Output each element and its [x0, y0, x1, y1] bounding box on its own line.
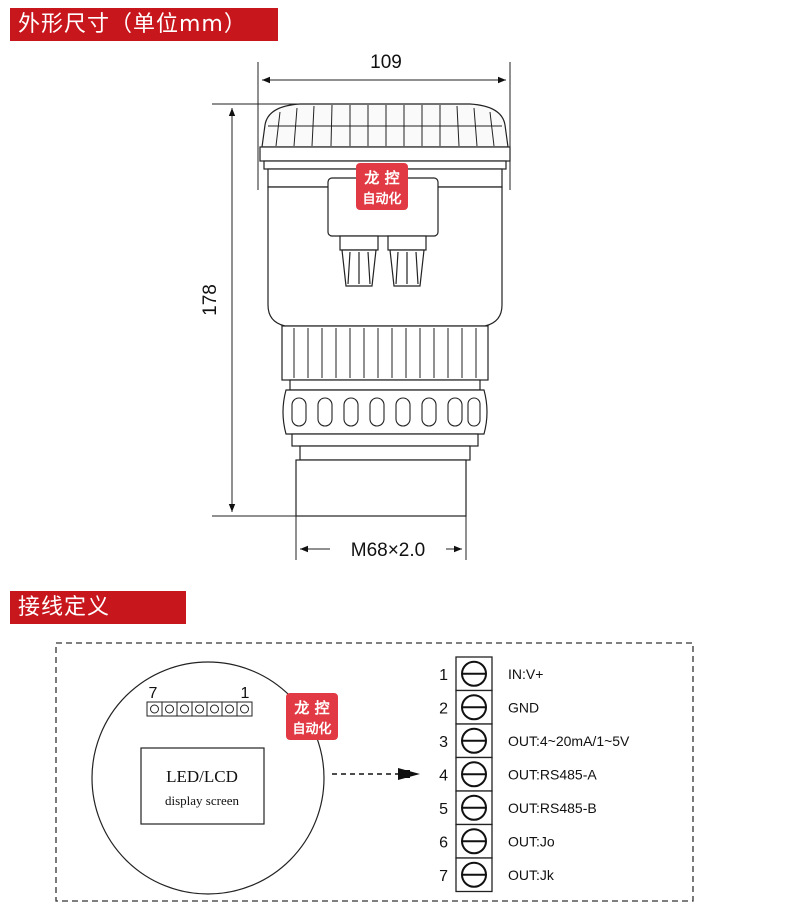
height-dimension-label: 178 [200, 284, 221, 316]
cable-gland-left [339, 235, 379, 287]
width-dimension-label: 109 [370, 52, 402, 73]
watermark-logo-top: 龙 控 自动化 [356, 163, 408, 210]
terminal-label: OUT:Jo [508, 833, 555, 849]
wiring-frame [55, 642, 694, 902]
connector-index-left: 7 [149, 685, 158, 702]
terminal-label: OUT:Jk [508, 867, 555, 883]
svg-text:龙 控: 龙 控 [363, 169, 399, 187]
terminal-row: 6 OUT:Jo [439, 823, 555, 859]
terminal-row: 3 OUT:4~20mA/1~5V [439, 723, 630, 759]
neck-ribs [293, 328, 477, 378]
terminal-label: OUT:RS485-A [508, 766, 597, 782]
cable-gland-right [387, 235, 427, 287]
terminal-label: IN:V+ [508, 666, 543, 682]
terminal-number: 3 [439, 734, 448, 751]
terminal-number: 7 [439, 868, 448, 885]
display-label-line2: display screen [165, 793, 240, 808]
terminal-label: GND [508, 699, 539, 715]
terminal-label: OUT:RS485-B [508, 800, 597, 816]
terminal-number: 1 [439, 667, 448, 684]
display-label-line1: LED/LCD [166, 767, 238, 786]
terminal-row: 7 OUT:Jk [439, 857, 555, 893]
thread-dimension-label: M68×2.0 [351, 540, 425, 561]
section-header-dimensions: 外形尺寸（单位mm） [10, 8, 278, 41]
cap-ribs [268, 104, 502, 147]
terminal-number: 2 [439, 700, 448, 717]
terminal-row: 5 OUT:RS485-B [439, 790, 597, 826]
connector-index-right: 1 [241, 685, 250, 702]
watermark-logo-bottom: 龙 控 自动化 [286, 693, 338, 740]
terminal-number: 4 [439, 767, 448, 784]
pin-header-connector [146, 701, 253, 717]
terminal-number: 5 [439, 801, 448, 818]
section-header-wiring: 接线定义 [10, 591, 186, 624]
terminal-row: 4 OUT:RS485-A [439, 756, 597, 792]
sensor-outline-drawing [259, 103, 511, 517]
svg-text:自动化: 自动化 [362, 191, 401, 207]
terminal-row: 1 IN:V+ [439, 656, 543, 692]
terminal-row: 2 GND [439, 689, 539, 725]
terminal-number: 6 [439, 834, 448, 851]
terminal-label: OUT:4~20mA/1~5V [508, 733, 630, 749]
nut-slots [291, 397, 481, 427]
svg-text:自动化: 自动化 [292, 721, 331, 737]
lcd-display-box [140, 747, 265, 825]
svg-text:龙 控: 龙 控 [293, 699, 329, 717]
